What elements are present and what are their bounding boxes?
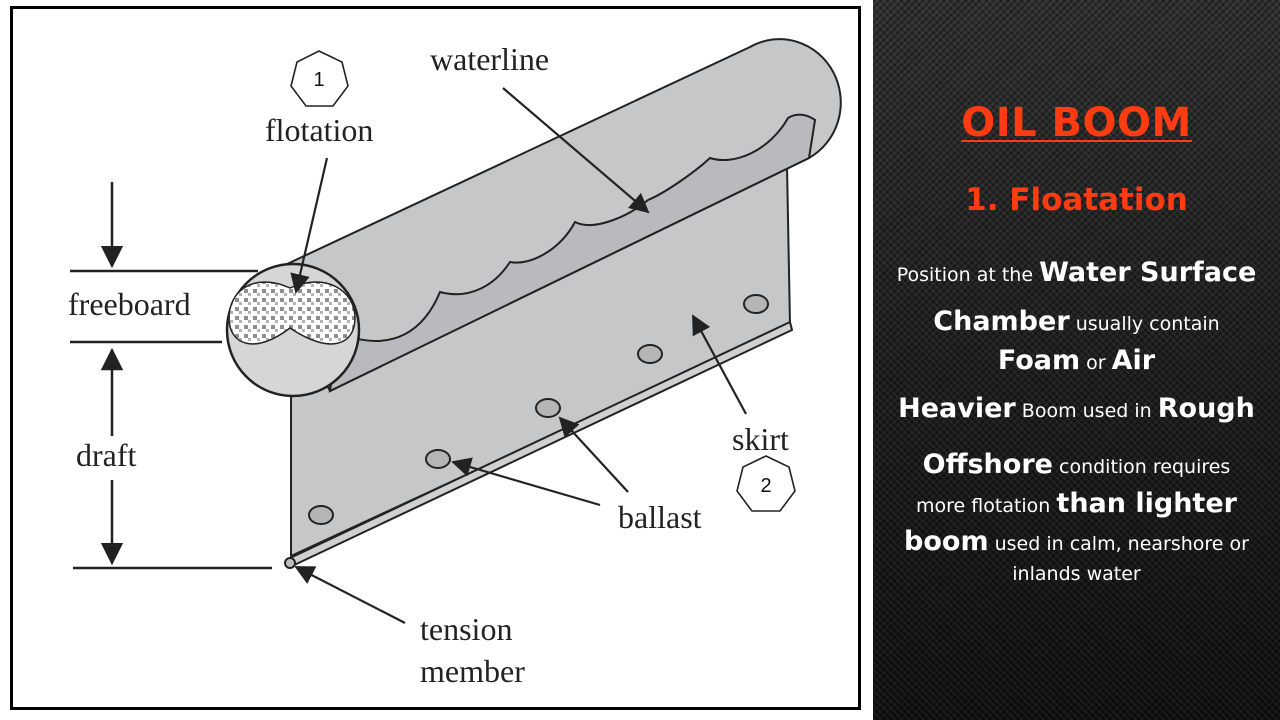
label-skirt: skirt	[732, 421, 789, 457]
label-draft: draft	[76, 437, 137, 473]
text-line-4: Heavier Boom used in Rough	[898, 393, 1255, 424]
badge-2-number: 2	[760, 475, 771, 497]
label-freeboard: freeboard	[68, 286, 191, 322]
foam-cross-section	[228, 281, 356, 345]
flotation-cylinder	[268, 38, 842, 393]
text-line-1: Position at the Water Surface	[896, 257, 1257, 288]
badge-1-number: 1	[313, 69, 324, 91]
text-line-8: inlands water	[1012, 563, 1141, 585]
label-waterline: waterline	[430, 41, 549, 77]
badge-1-shape	[290, 50, 349, 107]
panel-title: OIL BOOM	[961, 100, 1192, 146]
info-panel: OIL BOOM 1. Floatation Position at the W…	[873, 0, 1280, 720]
tension-member-end	[284, 557, 296, 569]
panel-subtitle: 1. Floatation	[965, 182, 1188, 218]
text-line-6: more flotation than lighter	[916, 488, 1237, 519]
dimension-lines	[70, 182, 272, 570]
text-line-3: Foam or Air	[997, 345, 1156, 376]
ballast-weights	[308, 294, 769, 525]
text-line-2: Chamber usually contain	[933, 306, 1220, 337]
text-line-7: boom used in calm, nearshore or	[904, 526, 1249, 557]
label-tension: tension	[420, 611, 512, 647]
leader-arrows	[290, 87, 747, 624]
waterline-shading	[328, 113, 817, 393]
label-flotation: flotation	[265, 112, 373, 148]
text-line-5: Offshore condition requires	[922, 449, 1231, 480]
label-ballast: ballast	[618, 499, 702, 535]
badge-2-shape	[736, 455, 796, 512]
label-member: member	[420, 653, 525, 689]
